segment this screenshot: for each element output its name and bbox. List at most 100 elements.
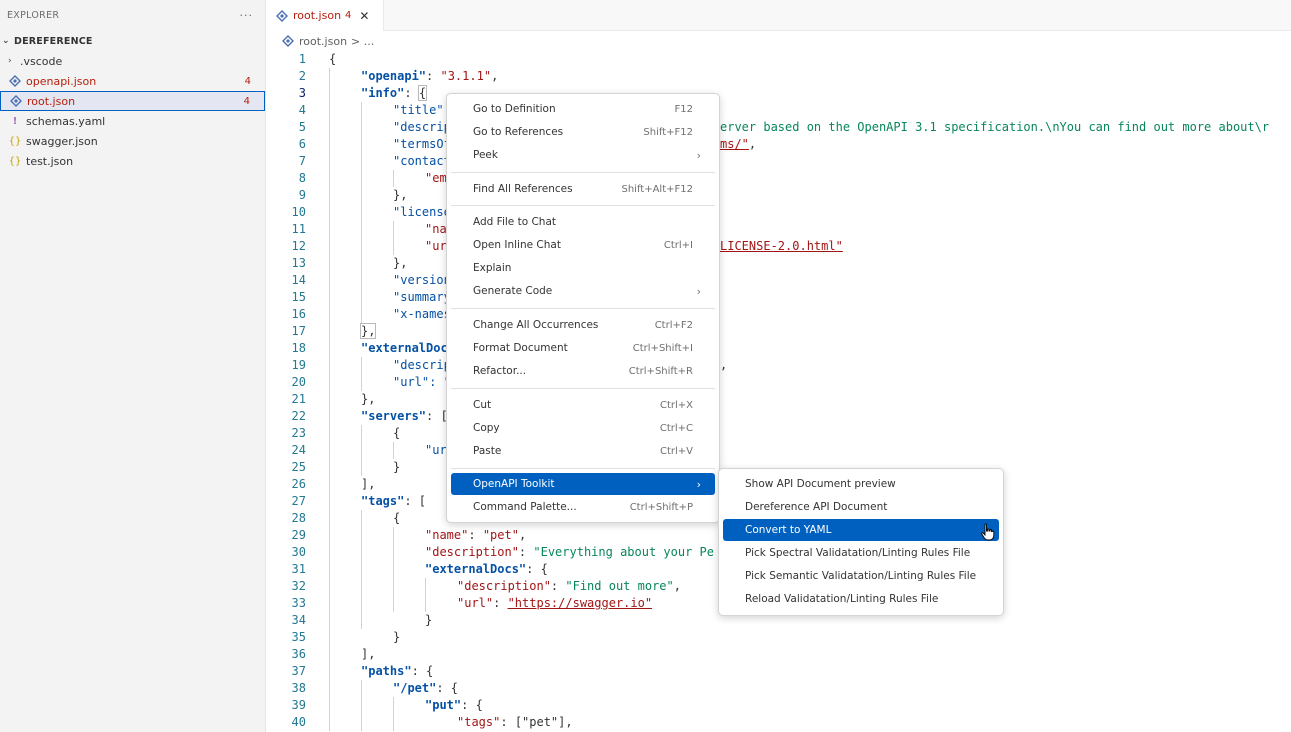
code-line: 21}, (266, 391, 1291, 408)
code-line: 40"tags": ["pet"], (266, 714, 1291, 731)
code-line: 7"contact (266, 153, 1291, 170)
line-number: 16 (291, 307, 306, 321)
menu-item-label: Generate Code (473, 285, 553, 297)
submenu-item-reload-rules[interactable]: Reload Validatation/Linting Rules File (723, 588, 999, 610)
menu-item-label: Pick Spectral Validatation/Linting Rules… (745, 547, 971, 559)
json-key: "descrip (393, 120, 451, 134)
json-key: "x-names (393, 307, 451, 321)
line-number: 5 (298, 120, 306, 134)
line-number: 7 (298, 154, 306, 168)
problem-count-badge: 4 (243, 95, 250, 107)
tree-item-root-json[interactable]: root.json 4 (0, 91, 265, 111)
tab-label: root.json (293, 9, 342, 22)
menu-item-peek[interactable]: Peek› (451, 144, 715, 166)
json-key: "servers" (361, 409, 427, 423)
menu-item-label: Convert to YAML (745, 524, 832, 536)
menu-item-command-palette[interactable]: Command Palette... Ctrl+Shift+P (451, 496, 715, 518)
menu-item-label: Go to Definition (473, 103, 556, 115)
menu-item-label: OpenAPI Toolkit (473, 478, 555, 490)
breadcrumb-rest[interactable]: > ... (351, 34, 375, 48)
menu-item-label: Command Palette... (473, 501, 577, 513)
indent-guide (393, 170, 394, 187)
code-text: "version (393, 272, 451, 289)
submenu-item-pick-spectral-rules[interactable]: Pick Spectral Validatation/Linting Rules… (723, 542, 999, 564)
submenu-item-dereference[interactable]: Dereference API Document (723, 496, 999, 518)
code-text: }, (393, 188, 408, 202)
tree-item-test-json[interactable]: {} test.json (0, 151, 265, 171)
chevron-right-icon: › (696, 284, 701, 298)
submenu-item-convert-to-yaml[interactable]: Convert to YAML (723, 519, 999, 541)
close-icon[interactable]: ✕ (359, 8, 370, 23)
json-value: erver based on the OpenAPI 3.1 specifica… (720, 120, 1270, 134)
more-actions-icon[interactable]: ··· (239, 9, 253, 22)
tab-root-json[interactable]: root.json 4 ✕ (266, 0, 384, 31)
json-key: "termsOf (393, 137, 451, 151)
json-key: "name" (425, 528, 469, 542)
code-editor[interactable]: 1{ 2"openapi": "3.1.1", 3"info": { 4"tit… (266, 51, 1291, 732)
code-line: 20"url": " (266, 374, 1291, 391)
line-number: 33 (291, 596, 306, 610)
code-line: 14 "version (266, 272, 1291, 289)
line-number: 22 (291, 409, 306, 423)
menu-item-openapi-toolkit[interactable]: OpenAPI Toolkit› (451, 473, 715, 495)
folder-dereference[interactable]: ⌄ DEREFERENCE (0, 31, 265, 51)
line-number: 9 (298, 188, 306, 202)
breadcrumb-file[interactable]: root.json (299, 34, 348, 48)
line-number: 35 (291, 630, 306, 644)
menu-separator (451, 388, 715, 389)
code-text: "descrip (393, 119, 451, 136)
code-line: 19"descrip, (266, 357, 1291, 374)
menu-item-explain[interactable]: Explain (451, 257, 715, 279)
code-token: : [ (426, 409, 448, 423)
line-number: 24 (291, 443, 306, 457)
code-text: "url": "https://swagger.io" (457, 596, 653, 610)
line-number: 37 (291, 664, 306, 678)
submenu-item-pick-semantic-rules[interactable]: Pick Semantic Validatation/Linting Rules… (723, 565, 999, 587)
indent-guide (361, 102, 362, 323)
code-text: "openapi": "3.1.1", (361, 69, 499, 83)
line-number: 34 (291, 613, 306, 627)
code-text: "externalDoc (361, 340, 448, 357)
menu-item-add-file-to-chat[interactable]: Add File to Chat (451, 211, 715, 233)
editor-tab-bar: root.json 4 ✕ (266, 0, 1291, 31)
code-text: "/pet": { (393, 681, 459, 695)
submenu-item-show-preview[interactable]: Show API Document preview (723, 473, 999, 495)
line-number: 2 (298, 69, 306, 83)
json-value: ms/" (720, 137, 749, 151)
code-line: 37 "paths": { (266, 663, 1291, 680)
menu-item-generate-code[interactable]: Generate Code › (451, 280, 715, 302)
line-number: 32 (291, 579, 306, 593)
menu-item-refactor[interactable]: Refactor...Ctrl+Shift+R (451, 360, 715, 382)
json-key: "url": (393, 375, 437, 389)
code-text: "paths": { (361, 664, 434, 678)
line-number: 17 (291, 324, 306, 338)
code-line: 13}, (266, 255, 1291, 272)
tree-item-openapi-json[interactable]: openapi.json 4 (0, 71, 265, 91)
tree-item-swagger-json[interactable]: {} swagger.json (0, 131, 265, 151)
code-text: ], (361, 477, 376, 491)
menu-item-shortcut: Ctrl+X (659, 399, 693, 411)
openapi-icon (276, 9, 288, 22)
menu-item-label: Show API Document preview (745, 478, 896, 490)
code-text: }, (393, 256, 408, 270)
code-text: "put": { (425, 698, 483, 712)
tree-item-vscode[interactable]: › .vscode (0, 51, 265, 71)
menu-item-label: Peek (473, 149, 498, 161)
line-number: 14 (291, 273, 306, 287)
menu-item-label: Find All References (473, 183, 573, 195)
indent-guide (361, 425, 362, 476)
menu-item-shortcut: Ctrl+Shift+R (628, 365, 693, 377)
menu-item-shortcut: Ctrl+Shift+P (629, 501, 693, 513)
code-text: "url": " (393, 374, 451, 391)
tree-item-schemas-yaml[interactable]: ! schemas.yaml (0, 111, 265, 131)
